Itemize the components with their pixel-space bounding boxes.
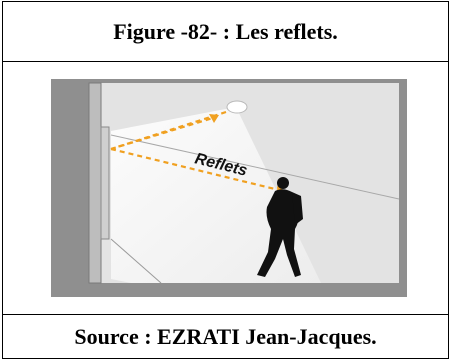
light-beam: [111, 107, 321, 283]
figure-table: Figure -82- : Les reflets.: [2, 1, 449, 359]
window-screen: [100, 126, 110, 240]
arrow-head-up: [209, 114, 219, 123]
figure-source: Source : EZRATI Jean-Jacques.: [74, 323, 377, 349]
lamp: [226, 100, 248, 114]
reflection-diagram: Reflets: [51, 79, 407, 297]
left-wall-panel: [88, 82, 102, 284]
reflection-arrows: [110, 110, 284, 193]
reflection-illustration: Reflets: [51, 79, 407, 297]
wall-edge-line: [110, 134, 400, 200]
reflected-ray-up: [110, 115, 217, 151]
figure-title: Figure -82- : Les reflets.: [113, 18, 338, 44]
figure-source-cell: Source : EZRATI Jean-Jacques.: [3, 315, 448, 358]
figure-title-cell: Figure -82- : Les reflets.: [3, 2, 448, 62]
floor-line: [110, 238, 162, 284]
person-silhouette: [257, 177, 303, 277]
figure-image-cell: Reflets: [3, 62, 448, 315]
reflected-ray-eye: [110, 147, 284, 193]
